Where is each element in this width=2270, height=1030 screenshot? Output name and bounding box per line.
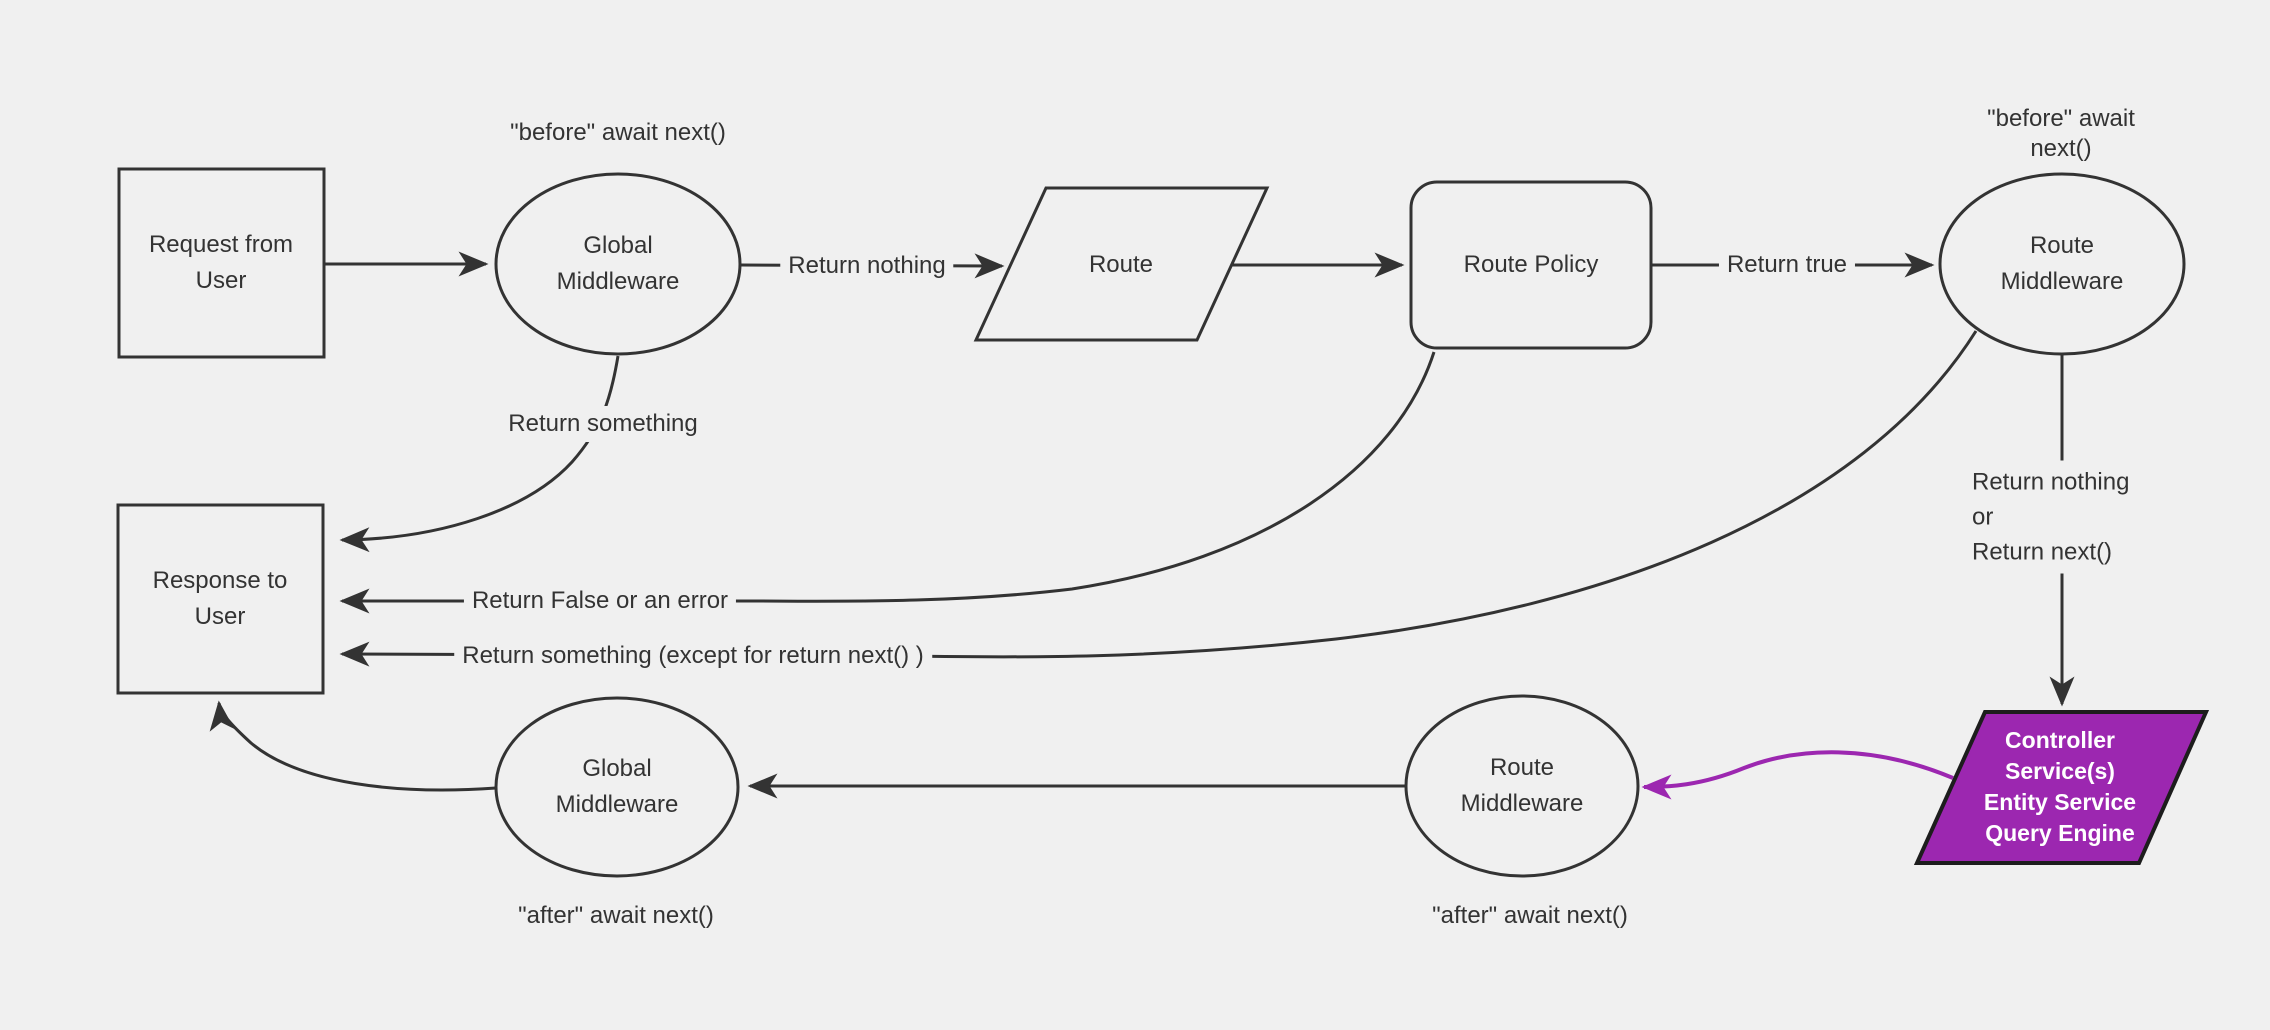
global-middleware-top-node [494, 172, 742, 356]
return-something-label: Return something [500, 406, 706, 442]
route-label: Route [1088, 251, 1154, 278]
global-middleware-bottom-label: Global Middleware [555, 755, 679, 818]
route-middleware-bottom-label: Route Middleware [1460, 754, 1584, 817]
request-from-user-node [117, 167, 326, 359]
before-await-next-left-label: "before" await next() [510, 119, 726, 146]
global-middleware-top-label: Global Middleware [556, 232, 680, 295]
route-middleware-top-node [1938, 172, 2186, 356]
return-nothing-or-next-label: Return nothing or Return next() [1964, 460, 2138, 574]
before-await-next-right-label: "before" await next() [1987, 105, 2135, 162]
return-false-or-error-label: Return False or an error [463, 583, 737, 619]
global-middleware-bottom-node [494, 696, 740, 878]
controller-services-node [1913, 710, 2210, 865]
controller-services-label: Controller Service(s) Entity Service Que… [1983, 727, 2137, 846]
edge-route-middleware-to-response [339, 330, 1978, 667]
edge-route-policy-to-response [339, 351, 1436, 614]
route-middleware-bottom-node [1404, 694, 1640, 878]
return-nothing-label: Return nothing [780, 248, 954, 284]
return-true-label: Return true [1718, 247, 1856, 283]
return-something-except-label: Return something (except for return next… [454, 638, 932, 674]
edge-global-middleware-bottom-to-response [209, 700, 497, 792]
edge-global-middleware-to-response [339, 355, 620, 553]
response-to-user-node [116, 503, 325, 695]
edge-controller-to-route-middleware-bottom [1641, 750, 1954, 800]
response-to-user-label: Response to User [152, 567, 288, 630]
request-from-user-label: Request from User [148, 231, 294, 294]
after-await-next-left-label: "after" await next() [518, 902, 714, 929]
after-await-next-right-label: "after" await next() [1432, 902, 1628, 929]
route-policy-label: Route Policy [1463, 251, 1599, 278]
route-node [973, 186, 1270, 342]
route-policy-node [1409, 180, 1653, 350]
route-middleware-top-label: Route Middleware [2000, 232, 2124, 295]
